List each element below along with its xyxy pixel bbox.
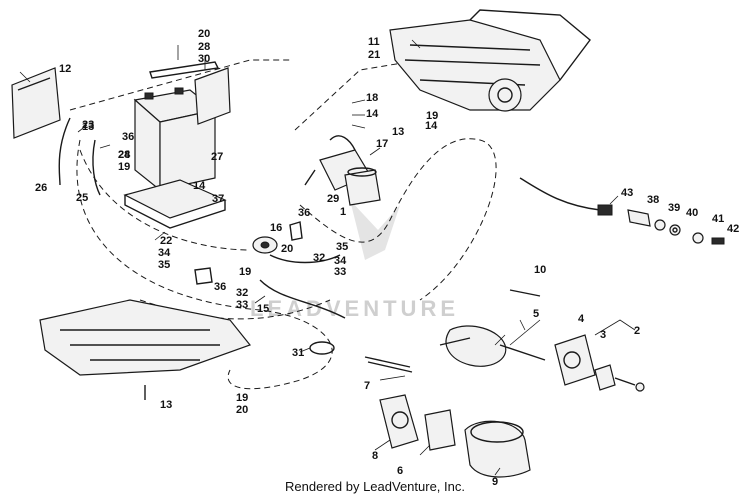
callout-36-a: 36 (122, 131, 134, 143)
callout-32-b: 32 (236, 287, 248, 299)
battery-shield (11, 67, 61, 139)
starter-motor-exploded (364, 325, 645, 478)
callout-19-a: 19 (118, 161, 130, 173)
callout-36-c: 36 (298, 207, 310, 219)
callout-33-b: 33 (236, 299, 248, 311)
callout-31: 31 (292, 347, 304, 359)
callout-5: 5 (533, 308, 539, 320)
callout-36-b: 36 (214, 281, 226, 293)
wire-16 (269, 254, 341, 264)
callout-20-a: 20 (198, 28, 210, 40)
callout-34-a: 34 (158, 247, 171, 259)
callout-14-b: 14 (366, 108, 379, 120)
battery-cover (194, 67, 231, 125)
battery-tray (123, 179, 227, 229)
callout-12: 12 (59, 63, 71, 75)
callout-42: 42 (727, 223, 739, 235)
callout-20-c: 20 (236, 404, 248, 416)
callout-28-b: 28 (118, 149, 130, 161)
starter-bolt (509, 289, 541, 297)
callout-13-b: 13 (160, 399, 172, 411)
callout-25: 25 (76, 192, 88, 204)
ignition-coil (344, 167, 381, 206)
callout-27: 27 (211, 151, 223, 163)
callout-1: 1 (340, 206, 346, 218)
callout-11: 11 (368, 36, 380, 48)
callout-8: 8 (372, 450, 378, 462)
clamp-ring (309, 341, 335, 355)
callout-24: 24 (118, 149, 131, 161)
battery-cable-negative (58, 117, 71, 186)
callout-13-a: 13 (392, 126, 404, 138)
callout-15: 15 (257, 303, 269, 315)
switch-assembly (627, 209, 725, 245)
callout-35-a: 35 (158, 259, 170, 271)
bracket-upper (289, 221, 303, 241)
callout-22: 22 (160, 235, 172, 247)
callout-9: 9 (492, 476, 498, 488)
callout-16: 16 (270, 222, 282, 234)
callout-23: 23 (82, 119, 94, 131)
render-credit: Rendered by LeadVenture, Inc. (285, 479, 465, 494)
callout-labels: 1 2 3 4 5 6 7 8 9 10 11 12 13 13 13 14 1… (35, 28, 739, 488)
wire-15 (259, 279, 346, 319)
callout-3: 3 (600, 329, 606, 341)
callout-38: 38 (647, 194, 659, 206)
callout-43: 43 (621, 187, 633, 199)
watermark-text: LEADVENTURE (250, 296, 459, 321)
callout-20-b: 20 (281, 243, 293, 255)
bracket-lower (194, 267, 213, 285)
callout-18: 18 (366, 92, 378, 104)
callout-13-c: 13 (82, 121, 94, 133)
starter-solenoid (252, 236, 278, 254)
battery-strap (149, 61, 220, 79)
callout-33-a: 33 (334, 266, 346, 278)
callout-2: 2 (634, 325, 640, 337)
callout-35-b: 35 (336, 241, 348, 253)
callout-26: 26 (35, 182, 47, 194)
callout-40: 40 (686, 207, 698, 219)
callout-37: 37 (212, 193, 224, 205)
callout-17: 17 (376, 138, 388, 150)
frame-section (39, 299, 251, 376)
callout-34-b: 34 (334, 255, 347, 267)
callout-32-a: 32 (313, 252, 325, 264)
callout-21: 21 (368, 49, 380, 61)
callout-19-d: 19 (426, 110, 438, 122)
callout-4: 4 (578, 313, 585, 325)
leader-lines (19, 39, 636, 476)
battery-cable-positive (92, 139, 101, 196)
callout-28-a: 28 (198, 41, 210, 53)
callout-19-b: 19 (239, 266, 251, 278)
callout-6: 6 (397, 465, 403, 477)
callout-10: 10 (534, 264, 546, 276)
callout-14-c: 14 (425, 120, 438, 132)
callout-39: 39 (668, 202, 680, 214)
watermark-logo: LEADVENTURE (250, 200, 459, 321)
harness-connector (519, 177, 613, 216)
callout-30: 30 (198, 53, 210, 65)
callout-41: 41 (712, 213, 724, 225)
callout-29: 29 (327, 193, 339, 205)
battery (133, 87, 217, 192)
engine-assembly (389, 9, 591, 112)
callout-14-a: 14 (193, 180, 206, 192)
callout-7: 7 (364, 380, 370, 392)
callout-19-c: 19 (236, 392, 248, 404)
